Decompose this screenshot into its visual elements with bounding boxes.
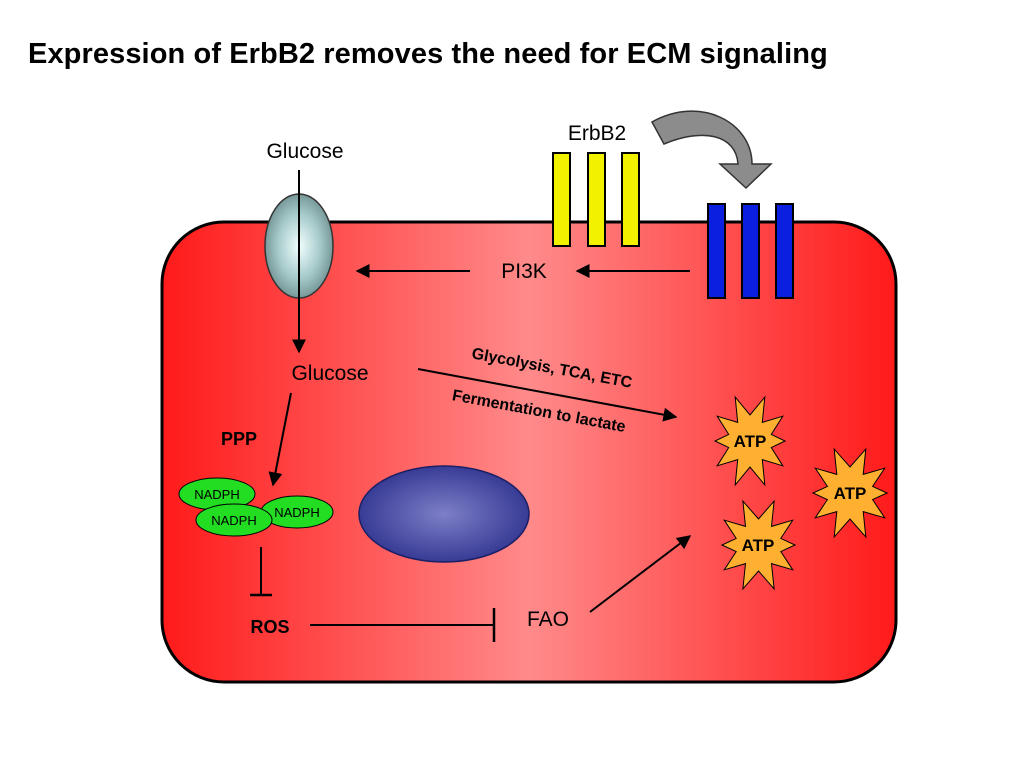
glycolysis-arrow <box>417 368 678 422</box>
fao-to-atp-arrow <box>589 535 692 613</box>
nucleus <box>358 465 530 563</box>
ecm-receptor-bar <box>707 203 726 299</box>
nadph-label: NADPH <box>194 487 240 502</box>
atp-label: ATP <box>734 432 767 451</box>
atp-starburst <box>713 395 787 487</box>
ros-fao-inhibition <box>310 608 496 642</box>
erbb2-receptors <box>552 152 640 247</box>
glucose-inside-label: Glucose <box>291 362 368 385</box>
nadph-label: NADPH <box>211 513 257 528</box>
atp-starburst <box>720 499 797 591</box>
fao-label: FAO <box>527 608 569 631</box>
ppp-label: PPP <box>221 429 257 449</box>
cell-body <box>160 220 898 684</box>
ros-label: ROS <box>250 617 289 637</box>
nadph-oval <box>195 503 273 537</box>
atp-label: ATP <box>742 536 775 555</box>
erbb2-receptor-bar <box>552 152 571 247</box>
slide-title: Expression of ErbB2 removes the need for… <box>28 38 828 70</box>
nadph-label: NADPH <box>274 505 320 520</box>
glucose-outside-label: Glucose <box>266 140 343 163</box>
atp-starburst <box>811 447 889 539</box>
pi3k-label: PI3K <box>501 260 547 283</box>
erbb2-receptor-bar <box>621 152 640 247</box>
ecm-receptor-bar <box>775 203 794 299</box>
glucose-to-ppp-arrow <box>268 392 292 487</box>
curved-arrow-icon <box>650 110 773 190</box>
erbb2-receptor-bar <box>587 152 606 247</box>
ecm-receptor-bar <box>741 203 760 299</box>
atp-label: ATP <box>834 484 867 503</box>
ecm-receptors <box>707 203 794 299</box>
erbb2-label: ErbB2 <box>568 122 626 145</box>
nadph-ros-inhibition <box>250 547 272 597</box>
